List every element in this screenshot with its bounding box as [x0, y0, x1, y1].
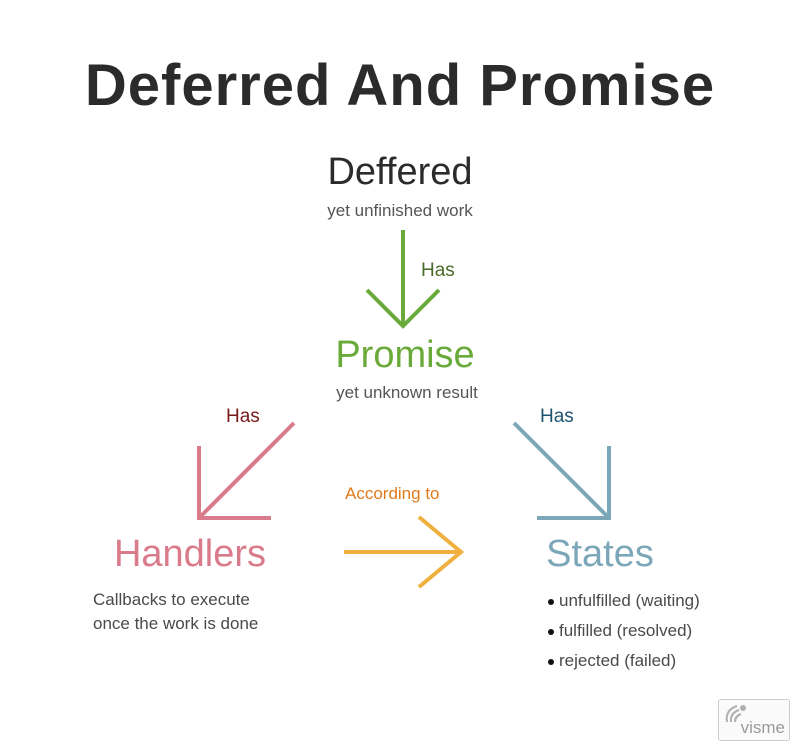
edge-label-deferred-promise: Has — [421, 260, 455, 281]
edge-label-promise-states: Has — [540, 406, 574, 427]
visme-logo: visme — [718, 699, 790, 741]
arrow-promise-to-handlers — [197, 421, 296, 520]
handlers-description: Callbacks to execute once the work is do… — [93, 588, 333, 636]
promise-node-subtitle: yet unknown result — [336, 383, 478, 402]
states-list-item: unfulfilled (waiting) — [548, 586, 700, 616]
states-list-item: fulfilled (resolved) — [548, 616, 700, 646]
states-node-title: States — [546, 533, 654, 575]
visme-logo-text: visme — [740, 718, 785, 737]
deferred-node-subtitle: yet unfinished work — [327, 201, 473, 220]
bullet-icon — [548, 628, 554, 635]
states-list: unfulfilled (waiting) fulfilled (resolve… — [548, 586, 700, 676]
promise-node-title: Promise — [335, 334, 475, 376]
handlers-description-line: once the work is done — [93, 614, 259, 633]
visme-logo-icon — [725, 705, 746, 723]
deferred-node-title: Deffered — [327, 151, 473, 193]
handlers-description-line: Callbacks to execute — [93, 590, 250, 609]
page-title: Deferred And Promise — [84, 53, 716, 118]
edge-label-promise-handlers: Has — [226, 406, 260, 427]
arrow-deferred-to-promise — [365, 230, 441, 329]
state-label: fulfilled (resolved) — [559, 621, 693, 640]
states-list-item: rejected (failed) — [548, 646, 700, 676]
bullet-icon — [548, 598, 554, 605]
state-label: unfulfilled (waiting) — [559, 591, 700, 610]
edge-label-handlers-states: According to — [345, 484, 440, 503]
handlers-node-title: Handlers — [113, 533, 267, 575]
state-label: rejected (failed) — [559, 651, 677, 670]
bullet-icon — [548, 658, 554, 665]
arrow-promise-to-states — [512, 421, 611, 520]
arrow-handlers-to-states — [344, 515, 465, 589]
